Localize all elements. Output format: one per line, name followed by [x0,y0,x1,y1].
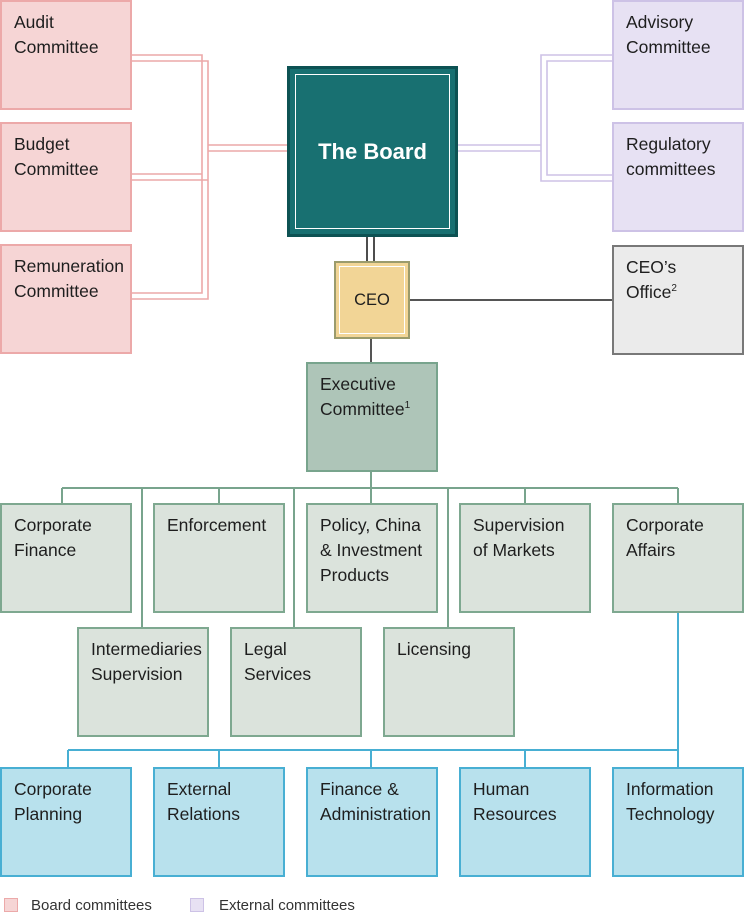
ceo-label: CEO [354,290,390,309]
dept-human-resources: Human Resources [459,767,591,877]
division-connectors [61,471,679,628]
division-intermediaries-supervision: Intermediaries Supervision [77,627,209,737]
division-corporate-finance: Corporate Finance [0,503,132,613]
legend-external-committees: External committees [219,897,355,914]
dept-finance-administration: Finance & Administration [306,767,438,877]
board-inner-frame [295,74,450,229]
board-label: The Board [318,139,427,164]
executive-committee-label: Executive Committee [320,374,405,419]
dept-external-relations: External Relations [153,767,285,877]
dept-information-technology: Information Technology [612,767,744,877]
legend-board-swatch [4,898,18,912]
the-board: The Board [287,66,458,237]
division-policy-china: Policy, China & Investment Products [306,503,438,613]
division-supervision-markets: Supervision of Markets [459,503,591,613]
executive-committee: Executive Committee1 [306,362,438,472]
advisory-committee: Advisory Committee [612,0,744,110]
ceo-office-label: CEO’s Office [626,257,677,302]
ceo-office: CEO’s Office2 [612,245,744,355]
external-committee-connectors [457,54,613,182]
legend-board-committees: Board committees [31,897,152,914]
board-committee-connectors [131,54,289,300]
division-enforcement: Enforcement [153,503,285,613]
executive-committee-footnote: 1 [404,400,411,412]
ceo-office-footnote: 2 [671,283,677,295]
regulatory-committees: Regulatory committees [612,122,744,232]
dept-corporate-planning: Corporate Planning [0,767,132,877]
legend-external-swatch [190,898,204,912]
division-legal-services: Legal Services [230,627,362,737]
division-corporate-affairs: Corporate Affairs [612,503,744,613]
department-connectors [67,612,679,768]
audit-committee: Audit Committee [0,0,132,110]
ceo-inner-frame [339,266,405,334]
budget-committee: Budget Committee [0,122,132,232]
division-licensing: Licensing [383,627,515,737]
board-ceo-connector [366,236,375,262]
ceo: CEO [334,261,410,339]
remuneration-committee: Remuneration Committee [0,244,132,354]
